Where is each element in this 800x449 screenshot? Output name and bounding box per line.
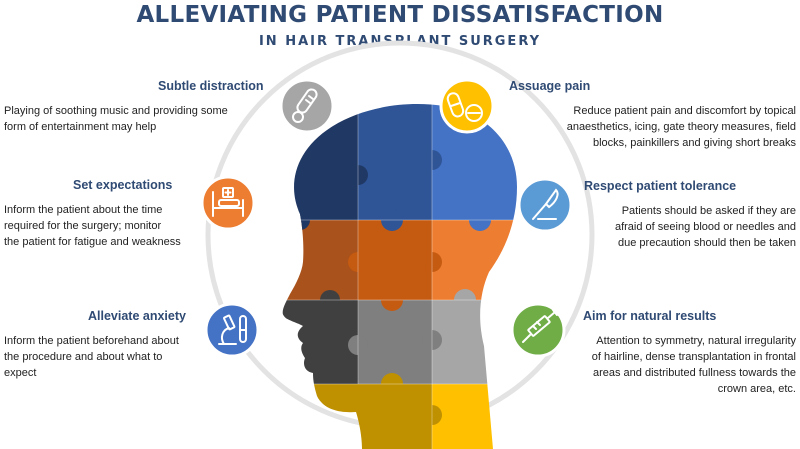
puzzle-knob xyxy=(422,150,442,170)
puzzle-knob xyxy=(454,289,476,311)
heading-subtle-distraction: Subtle distraction xyxy=(158,79,264,93)
syringe-icon xyxy=(522,309,558,343)
desc-line: due precaution should then be taken xyxy=(618,237,796,249)
page-title: ALLEVIATING PATIENT DISSATISFACTION xyxy=(136,2,664,28)
desc-line: expect xyxy=(4,367,37,379)
desc-respect-patient-tolerance: Patients should be asked if they are afr… xyxy=(576,203,796,251)
puzzle-piece-lower-left xyxy=(282,300,358,384)
puzzle-piece-middle-right xyxy=(432,220,517,300)
desc-line: areas and distributed fullness towards t… xyxy=(592,367,796,379)
hospital-bed-icon xyxy=(212,187,244,217)
puzzle-knob xyxy=(348,165,368,185)
desc-line: the patient for fatigue and weakness xyxy=(4,236,181,248)
desc-line: blocks, painkillers and giving short bre… xyxy=(593,137,796,149)
desc-line: of hairline, dense transplantation in fr… xyxy=(591,351,796,363)
heading-set-expectations: Set expectations xyxy=(73,178,173,192)
desc-assuage-pain: Reduce patient pain and discomfort by to… xyxy=(520,103,796,151)
puzzle-piece-bottom-right xyxy=(432,384,517,449)
icon-circle-subtle-distraction xyxy=(279,78,335,134)
desc-subtle-distraction: Playing of soothing music and providing … xyxy=(4,103,274,135)
desc-set-expectations: Inform the patient about the time requir… xyxy=(4,202,204,250)
heading-respect-patient-tolerance: Respect patient tolerance xyxy=(584,179,737,193)
icon-circle-aim-for-natural-results xyxy=(510,302,566,358)
puzzle-knob xyxy=(381,209,403,231)
desc-line: Reduce patient pain and discomfort by to… xyxy=(573,105,796,117)
puzzle-knob xyxy=(381,289,403,311)
puzzle-piece-top-center xyxy=(358,104,432,220)
puzzle-piece-middle-center xyxy=(358,220,432,300)
desc-line: required for the surgery; monitor xyxy=(4,220,162,232)
puzzle-knob xyxy=(422,252,442,272)
icon-circle-respect-patient-tolerance xyxy=(517,177,573,233)
puzzle-knob xyxy=(348,335,368,355)
microscope-icon xyxy=(218,314,247,345)
heading-assuage-pain: Assuage pain xyxy=(509,79,591,93)
desc-line: afraid of seeing blood or needles and xyxy=(614,221,796,233)
desc-line: the procedure and about what to xyxy=(4,351,163,363)
desc-line: Inform the patient about the time xyxy=(4,204,163,216)
scalpel-icon xyxy=(532,188,559,220)
desc-alleviate-anxiety: Inform the patient beforehand about the … xyxy=(4,333,209,381)
icon-circle-alleviate-anxiety xyxy=(204,302,260,358)
icon-circle-set-expectations xyxy=(200,175,256,231)
desc-line: form of entertainment may help xyxy=(4,121,157,133)
desc-line: anaesthetics, icing, gate theory measure… xyxy=(566,121,796,133)
puzzle-knob xyxy=(422,330,442,350)
pills-icon xyxy=(446,92,483,122)
head-silhouette xyxy=(282,104,517,449)
heading-alleviate-anxiety: Alleviate anxiety xyxy=(88,309,186,323)
desc-line: Attention to symmetry, natural irregular… xyxy=(596,335,796,347)
puzzle-knob xyxy=(422,405,442,425)
desc-aim-for-natural-results: Attention to symmetry, natural irregular… xyxy=(566,333,796,397)
desc-line: Inform the patient beforehand about xyxy=(4,335,179,347)
puzzle-knob xyxy=(320,290,340,310)
thermometer-icon xyxy=(292,88,318,123)
puzzle-knob xyxy=(348,252,368,272)
desc-line: Patients should be asked if they are xyxy=(621,205,796,217)
puzzle-knob xyxy=(381,373,403,395)
icon-circle-assuage-pain xyxy=(439,78,495,134)
desc-line: crown area, etc. xyxy=(717,383,796,395)
puzzle-knob xyxy=(469,209,491,231)
puzzle-piece-lower-center xyxy=(358,300,432,384)
heading-aim-for-natural-results: Aim for natural results xyxy=(583,309,717,323)
desc-line: Playing of soothing music and providing … xyxy=(4,105,228,117)
puzzle-piece-middle-left xyxy=(282,220,358,300)
